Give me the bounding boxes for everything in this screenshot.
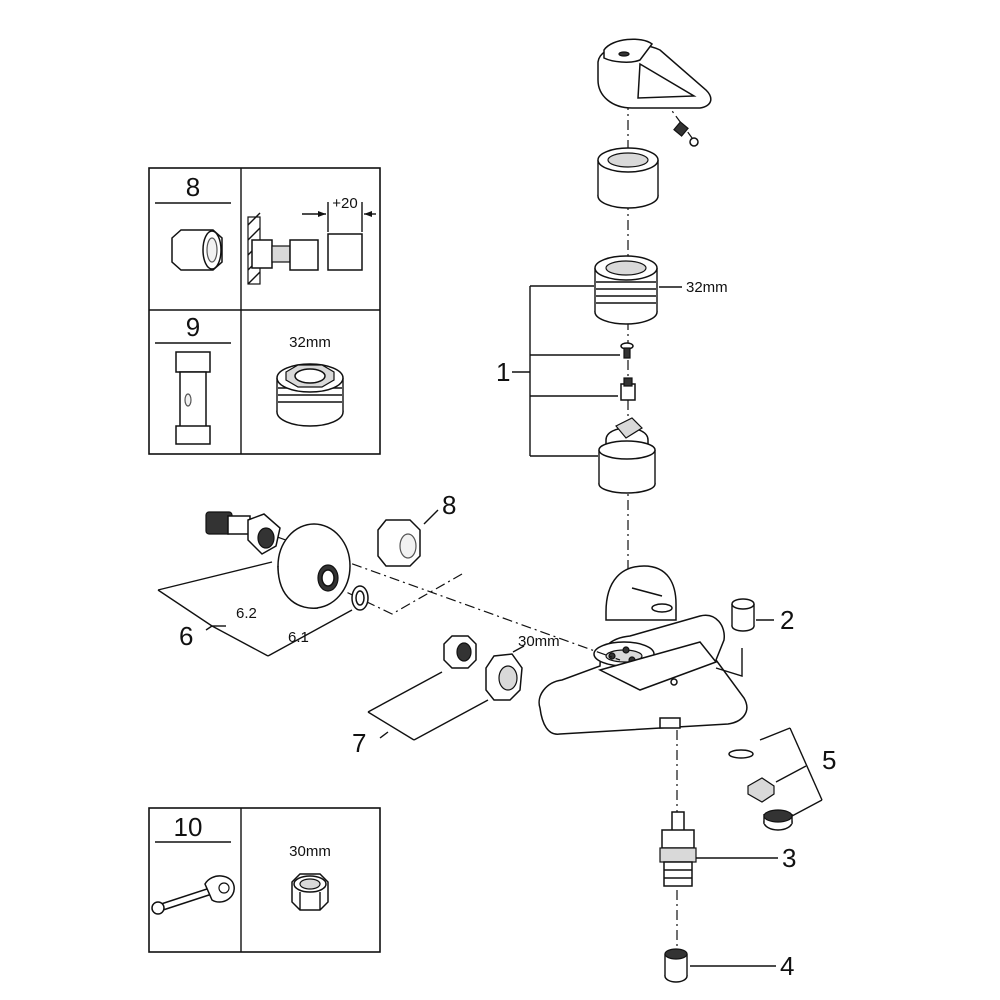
callout-5: 5 bbox=[822, 745, 836, 775]
extension-nipple bbox=[377, 519, 421, 567]
callout-5-bracket bbox=[759, 727, 823, 817]
inset-table-top: 8 9 +20 bbox=[148, 167, 381, 455]
callout-7: 7 bbox=[352, 728, 366, 758]
hex-nut-icon bbox=[291, 873, 329, 911]
wrench-icon bbox=[151, 875, 235, 915]
s-union bbox=[205, 511, 281, 555]
union-nipple bbox=[443, 635, 477, 669]
callout-6-1: 6.1 bbox=[288, 629, 309, 646]
diverter-knob bbox=[664, 948, 688, 983]
spline-adapter bbox=[620, 377, 636, 401]
sealing-washer bbox=[351, 585, 369, 611]
cartridge-nut-icon bbox=[276, 363, 344, 427]
inset-item-9-size: 32mm bbox=[289, 334, 331, 351]
inset-item-10-number: 10 bbox=[174, 812, 203, 842]
lever-handle bbox=[597, 38, 712, 109]
inset-item-10-size: 30mm bbox=[289, 843, 331, 860]
callout-8: 8 bbox=[442, 490, 456, 520]
aerator-set bbox=[728, 749, 793, 831]
union-nut bbox=[485, 653, 523, 701]
callout-3: 3 bbox=[782, 843, 796, 873]
extension-install-sketch: +20 bbox=[247, 195, 376, 285]
wall-rosette bbox=[277, 523, 351, 609]
inset-table-bottom: 10 30mm bbox=[148, 807, 381, 953]
callout-6: 6 bbox=[179, 621, 193, 651]
mixer-body bbox=[538, 565, 748, 735]
inset-item-9-number: 9 bbox=[186, 312, 200, 342]
callout-6-2: 6.2 bbox=[236, 605, 257, 622]
callout-2: 2 bbox=[780, 605, 794, 635]
callout-4: 4 bbox=[780, 951, 794, 981]
set-screw bbox=[673, 121, 699, 147]
callout-7-size: 30mm bbox=[518, 633, 560, 650]
adapter-nipple-icon bbox=[171, 229, 223, 271]
mixer-cartridge bbox=[598, 417, 656, 494]
extension-dimension-label: +20 bbox=[332, 195, 357, 212]
callout-1-size: 32mm bbox=[686, 279, 728, 296]
extension-axis-line bbox=[341, 573, 463, 615]
diverter-cartridge bbox=[659, 811, 697, 887]
small-screw bbox=[620, 342, 634, 359]
socket-tool-icon bbox=[175, 351, 211, 445]
cartridge-nut bbox=[594, 255, 658, 325]
callout-6-bracket bbox=[157, 561, 353, 657]
inset-item-8-number: 8 bbox=[186, 172, 200, 202]
cap-plug bbox=[731, 598, 755, 632]
callout-1: 1 bbox=[496, 357, 510, 387]
callout-1-bracket bbox=[512, 285, 620, 457]
callout-7-bracket bbox=[367, 671, 489, 741]
cover-sleeve bbox=[597, 147, 659, 209]
